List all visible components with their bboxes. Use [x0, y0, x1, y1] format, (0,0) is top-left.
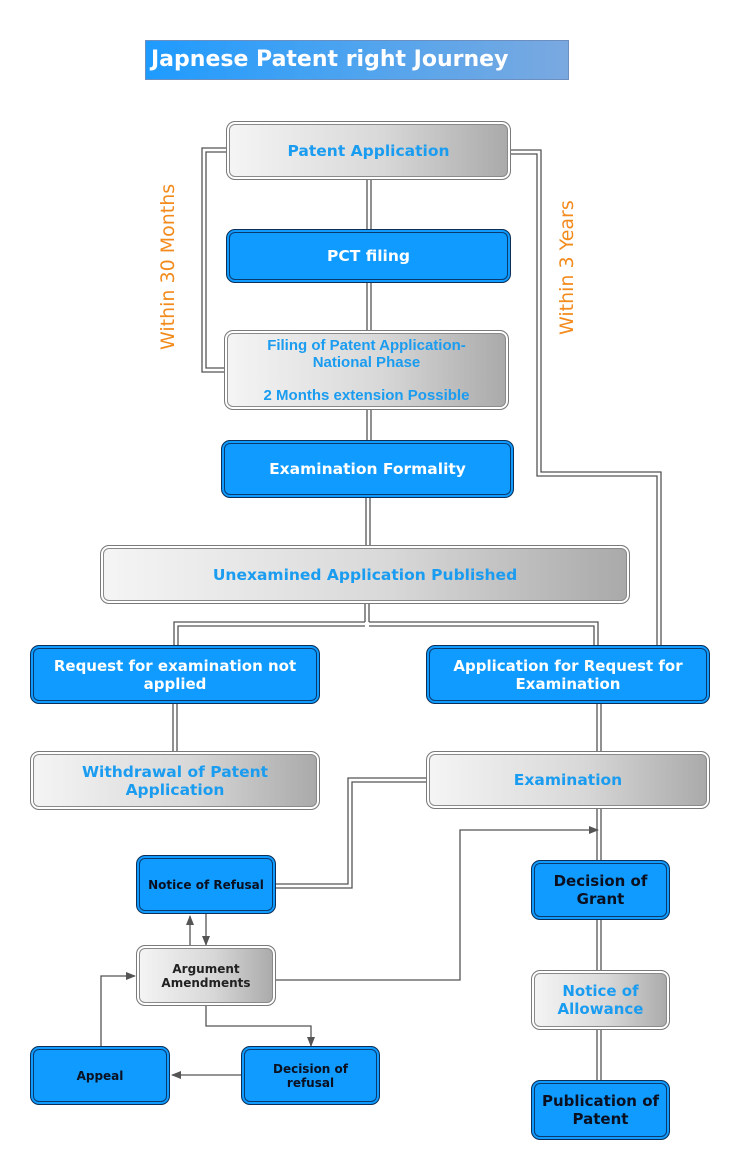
node-decision-of-refusal[interactable]: Decision of refusal — [241, 1046, 380, 1105]
node-label-line2: National Phase — [313, 354, 421, 371]
within-3-years-label: Within 3 Years — [556, 200, 578, 335]
node-label-line1: Filing of Patent Application- — [267, 337, 466, 354]
node-label-line1: Argument — [172, 962, 239, 976]
node-label: Examination Formality — [269, 460, 466, 478]
node-argument-amendments[interactable]: Argument Amendments — [136, 945, 276, 1006]
node-label: Decision of refusal — [262, 1062, 359, 1090]
node-label: Publication of Patent — [536, 1092, 665, 1128]
node-label: Decision of Grant — [544, 872, 657, 908]
grant-connector — [597, 809, 601, 860]
node-label: Notice of Refusal — [148, 878, 264, 892]
node-patent-application[interactable]: Patent Application — [226, 121, 511, 180]
node-label: Notice of Allowance — [548, 982, 653, 1018]
examination-connector — [597, 704, 601, 751]
node-label: PCT filing — [327, 247, 410, 265]
node-pct-filing[interactable]: PCT filing — [226, 229, 511, 283]
within-30-months-connector — [202, 148, 226, 372]
node-notice-of-allowance[interactable]: Notice of Allowance — [531, 970, 670, 1030]
node-label: Request for examination not applied — [43, 657, 307, 693]
node-label: Appeal — [77, 1069, 124, 1083]
node-label: Application for Request for Examination — [441, 657, 695, 693]
split-connector — [174, 622, 598, 645]
withdrawal-connector — [173, 704, 177, 751]
arrow-appeal-to-argument — [101, 976, 135, 1046]
node-appeal[interactable]: Appeal — [30, 1046, 170, 1105]
node-publication[interactable]: Publication of Patent — [531, 1080, 670, 1140]
within-30-months-label: Within 30 Months — [157, 184, 179, 350]
node-label-line2: Amendments — [161, 976, 250, 990]
extension-note: 2 Months extension Possible — [264, 387, 470, 404]
node-label: Patent Application — [287, 142, 449, 160]
node-label: Withdrawal of Patent Application — [71, 763, 279, 799]
node-unexamined-published[interactable]: Unexamined Application Published — [100, 545, 630, 604]
node-examination-formality[interactable]: Examination Formality — [221, 440, 514, 498]
node-label: Unexamined Application Published — [213, 566, 517, 584]
allowance-connector — [597, 920, 601, 970]
node-examination[interactable]: Examination — [426, 751, 710, 809]
arrow-to-decision-of-refusal — [206, 1006, 311, 1046]
node-request-for-examination[interactable]: Application for Request for Examination — [426, 645, 710, 704]
node-withdrawal[interactable]: Withdrawal of Patent Application — [30, 751, 320, 810]
node-label: Examination — [514, 771, 622, 789]
node-notice-of-refusal[interactable]: Notice of Refusal — [136, 855, 276, 914]
publication-connector — [597, 1030, 601, 1080]
node-decision-of-grant[interactable]: Decision of Grant — [531, 860, 670, 920]
node-request-not-applied[interactable]: Request for examination not applied — [30, 645, 320, 704]
node-national-phase[interactable]: Filing of Patent Application- National P… — [224, 330, 509, 410]
